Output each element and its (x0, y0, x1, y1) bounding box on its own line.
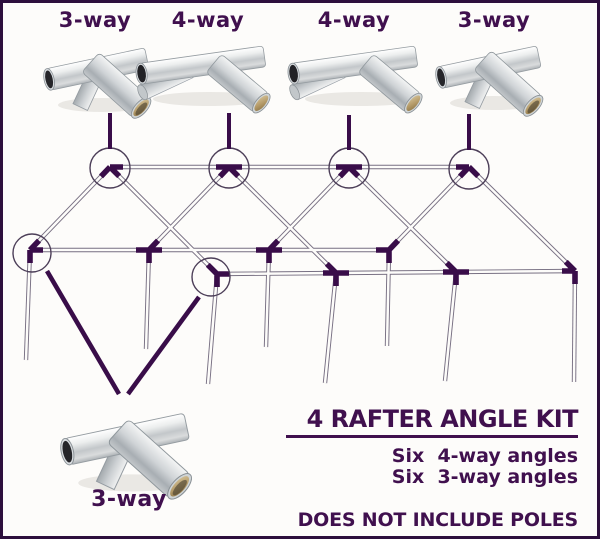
frame-joints (27, 164, 578, 287)
kit-contents-3way: Six 3-way angles (391, 466, 578, 488)
fitting-photo-4way-2 (286, 45, 426, 117)
kit-note-no-poles: DOES NOT INCLUDE POLES (297, 509, 579, 531)
fitting-photo-3way-2 (433, 45, 547, 120)
fitting-label-3: 4-way (317, 8, 391, 32)
kit-info-block: 4 RAFTER ANGLE KIT Six 4-way angles Six … (286, 405, 579, 531)
fitting-label-1: 3-way (58, 8, 132, 32)
frame-tubes (26, 167, 575, 384)
kit-title: 4 RAFTER ANGLE KIT (286, 405, 579, 438)
fitting-label-bottom: 3-way (91, 487, 167, 512)
kit-contents-4way: Six 4-way angles (391, 445, 578, 467)
fitting-photo-3way-1 (41, 47, 155, 122)
callout-lines (45, 113, 471, 396)
fitting-label-2: 4-way (171, 8, 245, 32)
fitting-label-4: 3-way (457, 8, 531, 32)
fitting-photo-4way-1 (134, 45, 274, 117)
frame-diagram (12, 45, 578, 504)
